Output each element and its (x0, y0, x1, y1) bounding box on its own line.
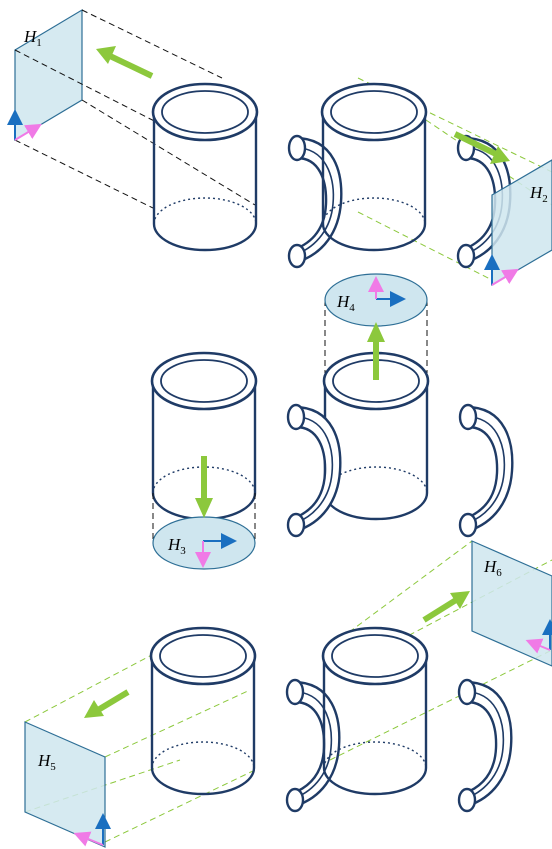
h6-view-arrowhead (450, 591, 470, 609)
h6-view: H6 (321, 540, 552, 813)
h5-view-arrowhead (84, 700, 104, 718)
h1-subscript: 1 (36, 37, 42, 49)
h3-label: H (167, 535, 182, 554)
h5-label: H (37, 751, 52, 770)
mug-h5 (149, 626, 341, 813)
h4-subscript: 4 (349, 302, 355, 314)
h4-label: H (336, 292, 351, 311)
h1-label: H (23, 27, 38, 46)
h5-view-arrow (96, 689, 130, 713)
mug-h1 (151, 82, 343, 269)
h4-view: H4 (322, 273, 514, 538)
h5-plane (24, 721, 106, 848)
h4-view-arrowhead (367, 322, 385, 342)
h1-view-arrow (108, 53, 154, 79)
h2-view: H2 (320, 77, 552, 287)
h2-view-arrowhead (490, 146, 510, 164)
h1-view: H1 (7, 8, 343, 269)
mug-h3 (150, 351, 342, 538)
svg-text:H5: H5 (37, 751, 56, 773)
h5-view: H5 (24, 626, 341, 848)
h5-subscript: 5 (50, 761, 56, 773)
h2-view-arrow (453, 131, 498, 157)
svg-text:H2: H2 (529, 183, 548, 205)
mug-h4 (322, 351, 514, 538)
h6-subscript: 6 (496, 567, 502, 579)
h1-view-arrowhead (96, 46, 116, 64)
h3-subscript: 3 (180, 545, 186, 557)
h3-view: H3 (150, 351, 342, 570)
svg-text:H6: H6 (483, 557, 502, 579)
mug-h6 (321, 626, 513, 813)
h6-axis-side (525, 638, 551, 654)
svg-text:H3: H3 (167, 535, 186, 557)
mug-h2 (320, 82, 512, 269)
h2-axis-side (491, 268, 519, 286)
h1-axis-side (14, 123, 42, 141)
h6-view-arrow (422, 597, 458, 623)
h3-view-arrowhead (195, 498, 213, 518)
svg-text:H4: H4 (336, 292, 355, 314)
h2-subscript: 2 (542, 193, 548, 205)
svg-text:H1: H1 (23, 27, 42, 49)
h6-plane (471, 540, 552, 667)
h5-axis-side (73, 831, 104, 847)
h2-label: H (529, 183, 544, 202)
h6-label: H (483, 557, 498, 576)
